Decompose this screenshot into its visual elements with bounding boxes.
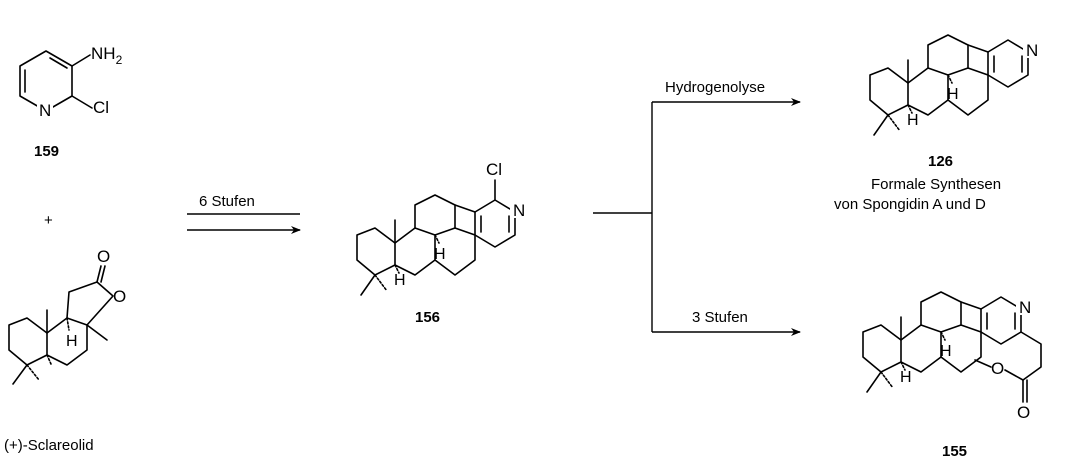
compound-number-126: 126 [928,153,953,170]
compound-159: N NH2 Cl 159 [19,44,123,160]
pyridine-n-atom: N [39,101,51,120]
compound-155: N O O H H [862,291,1042,422]
chloro-label: Cl [486,160,502,179]
amino-group-label: NH2 [91,44,123,67]
compound-number-159: 159 [34,143,59,160]
pyridine-n-atom: N [1019,298,1031,317]
stereo-h-lower: H [900,369,912,386]
compound-126: N H H [869,34,1039,136]
chloro-label: Cl [93,98,109,117]
lactone-carbonyl-o: O [97,247,110,266]
compound-number-156: 156 [415,309,440,326]
arrow-label-3-stufen: 3 Stufen [692,309,748,326]
arrow-label-hydrogenolyse: Hydrogenolyse [665,79,765,96]
branch-connector [593,98,801,336]
ester-o-atom: O [991,359,1004,378]
stereo-h-lower: H [907,112,919,129]
pyridine-n-atom: N [513,201,525,220]
stereo-h-upper: H [434,246,446,263]
arrow-label-6-stufen: 6 Stufen [199,193,255,210]
stereo-h: H [66,333,78,350]
arrow-6-stufen: 6 Stufen [187,193,301,234]
pyridine-n-atom: N [1026,41,1038,60]
compound-number-155: 155 [942,443,967,460]
stereo-h-lower: H [394,272,406,289]
compound-156: N Cl H H [356,160,526,296]
stereo-h-upper: H [947,86,959,103]
lactone-ring-o: O [113,287,126,306]
compound-name-sclareolid: (+)-Sclareolid [4,437,94,454]
compound-sclareolid: O O H [8,247,126,385]
caption-line-2: von Spongidin A und D [834,196,986,213]
plus-sign: + [44,212,53,229]
carbonyl-o-atom: O [1017,403,1030,422]
stereo-h-upper: H [940,343,952,360]
caption-line-1: Formale Synthesen [871,176,1001,193]
